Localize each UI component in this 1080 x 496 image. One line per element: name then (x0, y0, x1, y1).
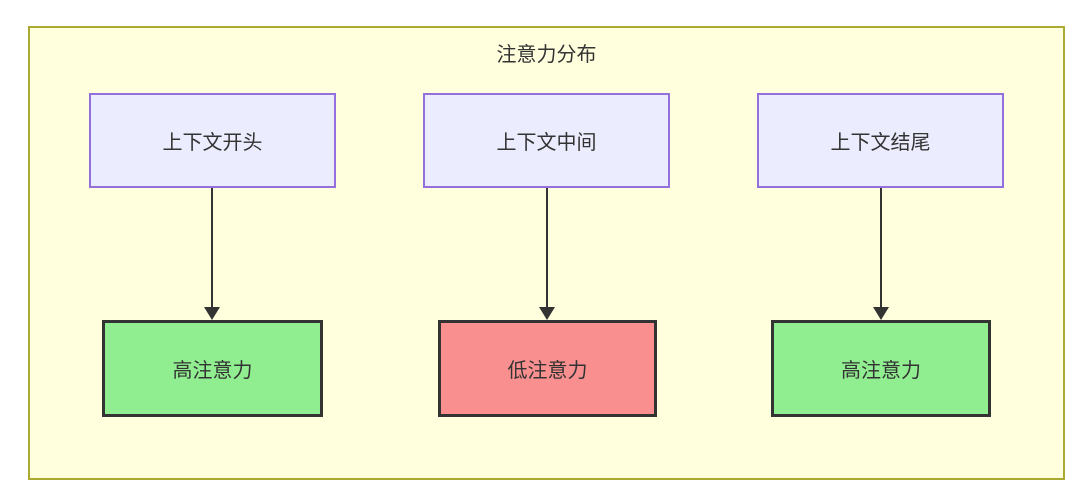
diagram-title: 注意力分布 (496, 44, 597, 66)
arrow-shaft (211, 188, 213, 307)
target-node-high-attention-1: 高注意力 (102, 320, 323, 417)
arrow-shaft (546, 188, 548, 307)
target-node-low-attention: 低注意力 (438, 320, 657, 417)
node-label: 高注意力 (841, 360, 921, 382)
arrow-context-end (873, 188, 889, 320)
arrow-context-start (204, 188, 220, 320)
arrow-context-middle (539, 188, 555, 320)
node-label: 上下文开头 (162, 132, 263, 154)
target-node-high-attention-2: 高注意力 (771, 320, 991, 417)
node-label: 上下文中间 (496, 132, 597, 154)
source-node-context-start: 上下文开头 (89, 93, 336, 188)
source-node-context-middle: 上下文中间 (423, 93, 670, 188)
arrowhead-icon (873, 307, 889, 320)
diagram-container: 注意力分布 上下文开头 高注意力 上下文中间 低注意力 上下文结尾 (28, 26, 1065, 480)
node-label: 上下文结尾 (830, 132, 931, 154)
arrow-shaft (880, 188, 882, 307)
node-label: 低注意力 (507, 360, 588, 382)
arrowhead-icon (204, 307, 220, 320)
source-node-context-end: 上下文结尾 (757, 93, 1004, 188)
node-label: 高注意力 (172, 360, 253, 382)
arrowhead-icon (539, 307, 555, 320)
